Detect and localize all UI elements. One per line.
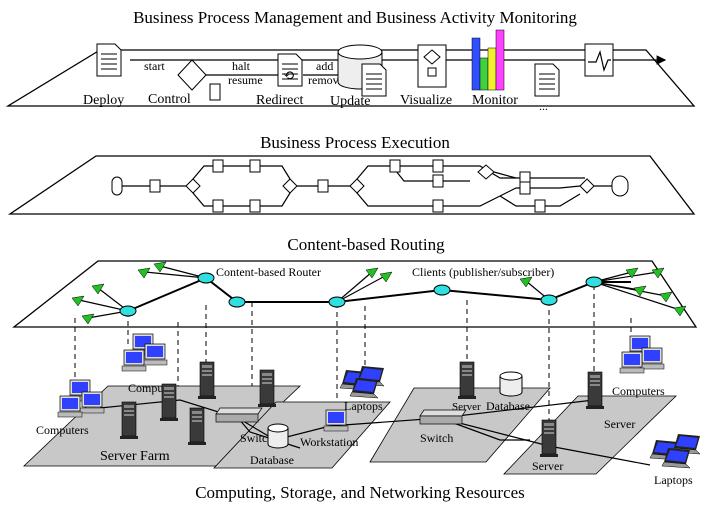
switch-mid-label: Switch (420, 431, 453, 445)
redirect-doc-icon: ⟲ (277, 53, 303, 87)
laptops-mid-label: Laptops (344, 399, 383, 413)
server-tower-icon (187, 407, 207, 446)
ellipsis-label: ... (539, 99, 548, 113)
bpe-task (432, 159, 444, 173)
switch-left-icon (215, 407, 263, 423)
bpm-title: Business Process Management and Business… (133, 8, 577, 27)
bpe-title: Business Process Execution (260, 133, 450, 152)
visualize-flow-icon (417, 44, 447, 88)
client-node (71, 295, 85, 307)
computers-right-icon (619, 335, 665, 374)
computer-icon (121, 333, 168, 372)
bpe-start-node (111, 176, 123, 196)
laptops-mid-icon (339, 365, 385, 399)
monitor-doc-icon (534, 63, 560, 97)
server-tower-icon (119, 401, 139, 440)
bpe-task (432, 174, 444, 188)
client-node (625, 267, 639, 279)
resume-label: resume (228, 73, 263, 87)
server-tower-icon (197, 361, 217, 400)
router-label: Content-based Router (216, 265, 321, 279)
client-node (519, 276, 533, 288)
bpe-process-graph (111, 159, 629, 213)
start-label: start (144, 59, 165, 73)
database-mid-icon (499, 371, 523, 397)
router-node (197, 272, 215, 284)
waveform-icon (584, 43, 614, 77)
bpe-task (212, 199, 224, 213)
laptops-right-label: Laptops (654, 473, 693, 487)
server-tower-icon (159, 383, 179, 422)
client-node (81, 313, 95, 325)
routing-drop-lines (74, 285, 632, 425)
bpe-gateway (185, 178, 201, 194)
computers-left-icon (57, 379, 105, 418)
control-task-icon (209, 83, 221, 101)
computers-left-label: Computers (36, 423, 89, 437)
deploy-label: Deploy (83, 93, 124, 108)
bpe-task (149, 179, 161, 193)
server-farm-label: Server Farm (100, 449, 170, 464)
routing-title: Content-based Routing (287, 235, 445, 254)
remove-label: remove (308, 73, 344, 87)
database-left-label: Database (250, 453, 294, 467)
router-node (328, 296, 346, 308)
bpe-end-node (611, 175, 629, 197)
router-node (540, 294, 558, 306)
control-label: Control (148, 92, 191, 107)
routing-plane (12, 260, 698, 328)
computers-right-label: Computers (612, 384, 665, 398)
database-left-icon (267, 423, 289, 449)
client-node (659, 291, 673, 303)
router-node (119, 305, 137, 317)
bpe-task (389, 159, 401, 173)
client-node (673, 305, 687, 317)
bpe-task (432, 199, 444, 213)
workstation-icon (323, 409, 349, 432)
bpe-task (249, 159, 261, 173)
update-doc-icon (361, 63, 387, 97)
router-node (433, 284, 451, 296)
server-mid-icon (457, 361, 477, 400)
server-tower-icon (257, 369, 277, 408)
laptops-right-icon (649, 433, 701, 469)
monitor-bar-chart-icon (471, 29, 505, 91)
workstation-label: Workstation (300, 435, 358, 449)
halt-label: halt (232, 59, 251, 73)
client-node (365, 267, 379, 279)
bpe-task (317, 179, 329, 193)
clients-label: Clients (publisher/subscriber) (412, 265, 554, 279)
visualize-label: Visualize (400, 93, 452, 108)
update-label: Update (330, 94, 370, 109)
server-bottom-icon (539, 419, 559, 458)
router-nodes (119, 272, 603, 317)
router-node (228, 296, 246, 308)
database-mid-label: Database (486, 399, 530, 413)
client-node (137, 267, 151, 279)
server-right-icon (585, 371, 605, 410)
client-nodes (71, 261, 687, 325)
switch-mid-icon (419, 409, 467, 425)
client-node (633, 285, 647, 297)
svg-text:⟲: ⟲ (283, 69, 295, 84)
bpe-task (534, 199, 546, 213)
client-node (651, 267, 665, 279)
client-node (379, 271, 393, 283)
client-node (153, 261, 167, 273)
deploy-doc-icon (96, 43, 122, 77)
switch-left-label: Switch (240, 431, 273, 445)
router-node (585, 276, 603, 288)
bpe-task (212, 159, 224, 173)
server-bottom-label: Server (532, 459, 563, 473)
redirect-label: Redirect (256, 93, 304, 108)
client-node (91, 283, 105, 295)
monitor-label: Monitor (472, 93, 518, 108)
bpe-task (249, 199, 261, 213)
resources-title: Computing, Storage, and Networking Resou… (195, 483, 525, 502)
bpe-gateway (349, 178, 365, 194)
server-right-label: Server (604, 417, 635, 431)
add-label: add (316, 59, 333, 73)
bpe-task (519, 181, 531, 195)
